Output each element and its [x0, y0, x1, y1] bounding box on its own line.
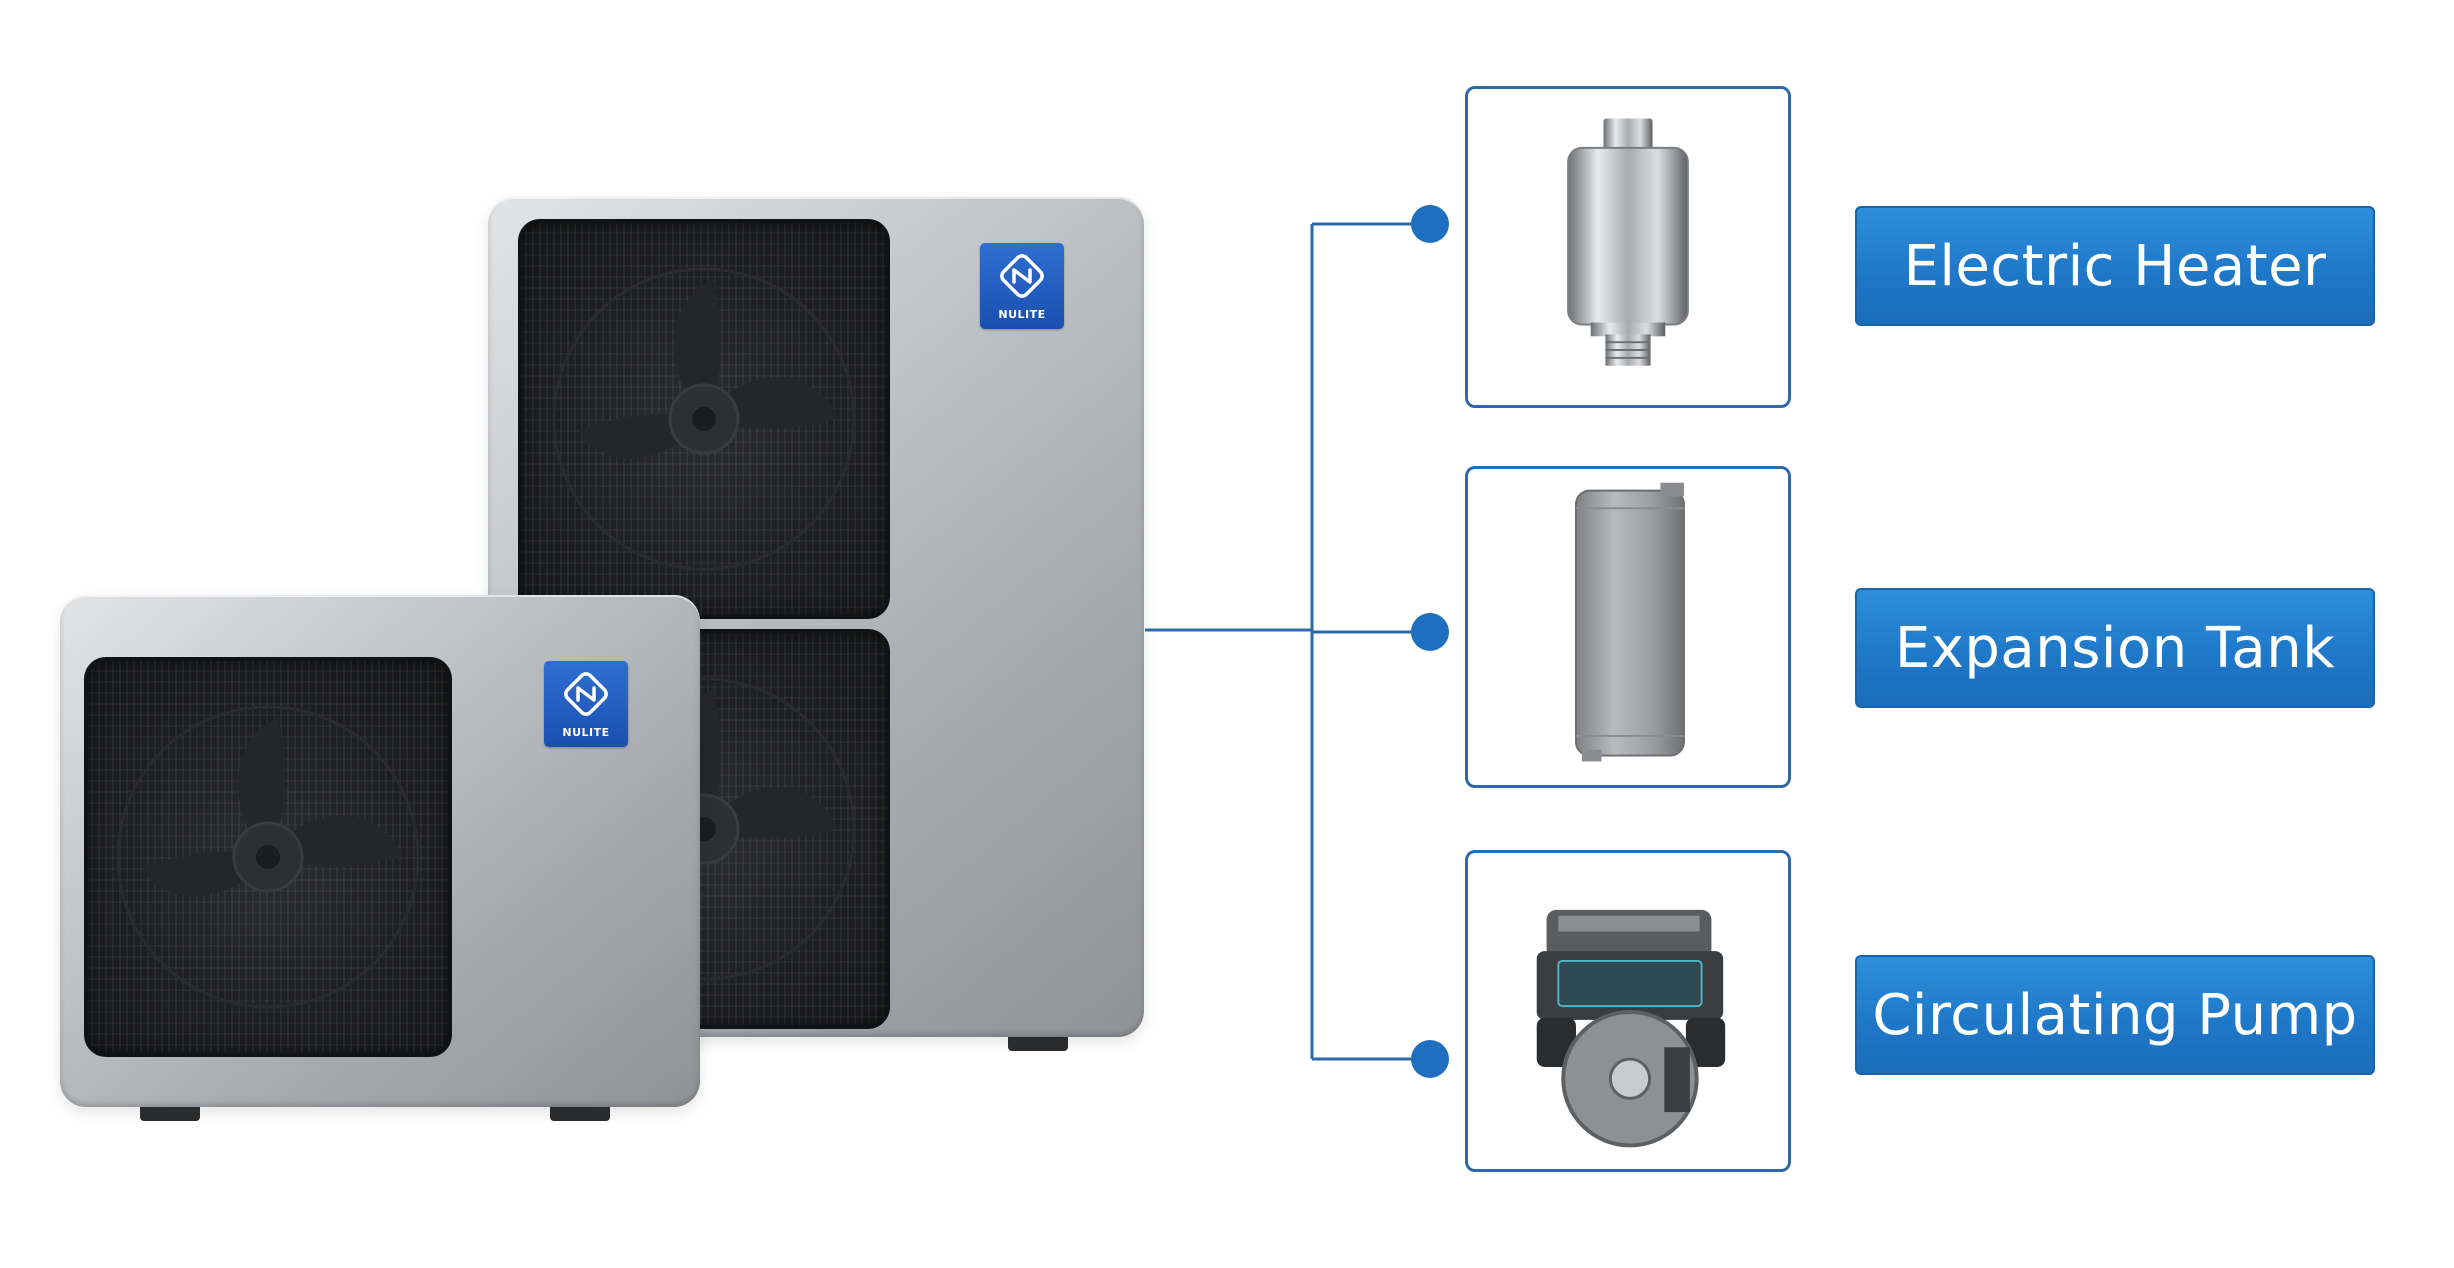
- brand-logo: NULITE: [980, 243, 1064, 329]
- fan-blades-icon: [552, 267, 856, 571]
- nulite-logo-icon: [1000, 254, 1044, 298]
- brand-logo: NULITE: [544, 661, 628, 747]
- unit-foot: [140, 1107, 200, 1121]
- connector-dot-1: [1411, 205, 1449, 243]
- fan-grille: [84, 657, 452, 1057]
- component-label-electric-heater: Electric Heater: [1855, 206, 2375, 326]
- component-label-circulating-pump: Circulating Pump: [1855, 955, 2375, 1075]
- component-label-expansion-tank: Expansion Tank: [1855, 588, 2375, 708]
- connector-dot-3: [1411, 1040, 1449, 1078]
- heat-pump-small-unit: NULITE: [60, 595, 700, 1121]
- brand-logo-text: NULITE: [998, 308, 1046, 321]
- fan-blades-icon: [116, 705, 420, 1009]
- fan-grille-upper: [518, 219, 890, 619]
- circulating-pump-icon: [1536, 909, 1726, 1148]
- nulite-logo-icon: [564, 672, 608, 716]
- component-photo-circulating-pump: [1465, 850, 1791, 1172]
- electric-heater-icon: [1567, 118, 1689, 366]
- brand-logo-text: NULITE: [562, 726, 610, 739]
- component-photo-electric-heater: [1465, 86, 1791, 408]
- expansion-tank-icon: [1575, 482, 1685, 762]
- connector-dot-2: [1411, 613, 1449, 651]
- component-photo-expansion-tank: [1465, 466, 1791, 788]
- unit-foot: [1008, 1037, 1068, 1051]
- unit-foot: [550, 1107, 610, 1121]
